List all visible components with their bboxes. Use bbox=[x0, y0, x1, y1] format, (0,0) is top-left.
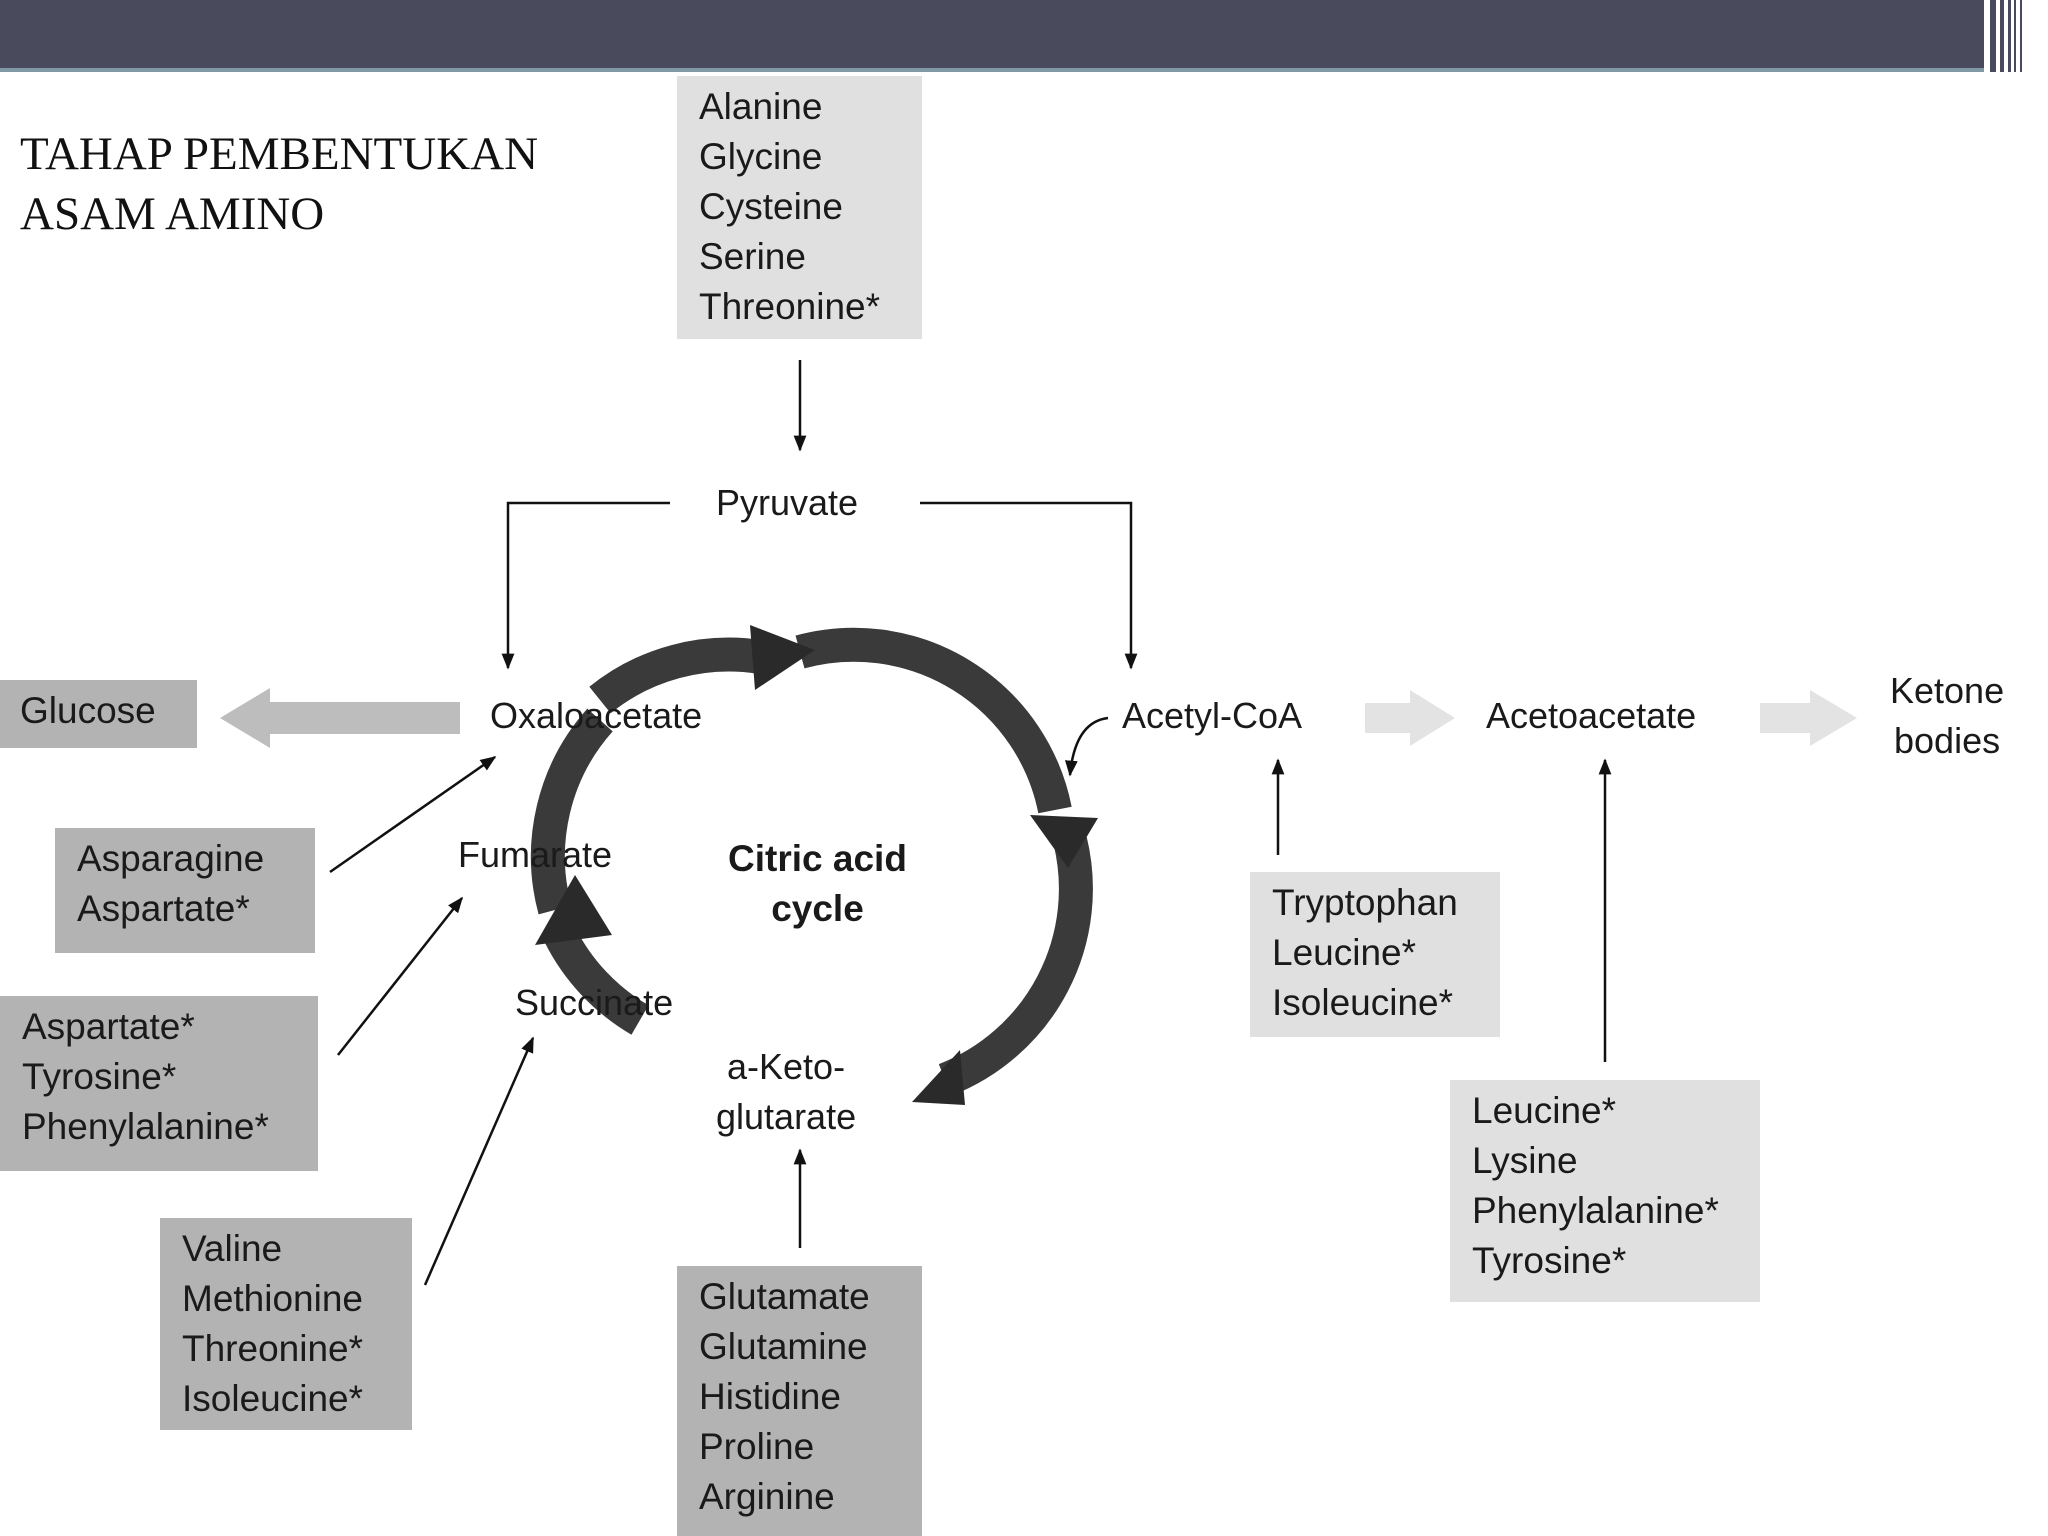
node-acetyl-coa: Acetyl-CoA bbox=[1122, 695, 1303, 736]
amino-acid-name: Arginine bbox=[699, 1476, 835, 1517]
slide-title-line-2: ASAM AMINO bbox=[20, 188, 325, 240]
node-glucose: Glucose bbox=[0, 680, 197, 748]
slide-title-line-1: TAHAP PEMBENTUKAN bbox=[20, 128, 539, 180]
node-glucose-label: Glucose bbox=[20, 690, 156, 731]
header-corner-stripe bbox=[2020, 0, 2022, 72]
cycle-ring bbox=[589, 637, 763, 714]
arrow-acetoacetate-to-ketone-bodies bbox=[1760, 690, 1857, 746]
amino-acid-name: Phenylalanine* bbox=[22, 1106, 269, 1147]
arrow-group-to-succinate bbox=[423, 1036, 535, 1286]
amino-acid-name: Asparagine bbox=[77, 838, 265, 879]
node-a-ketoglutarate-line-1: a-Keto- bbox=[727, 1046, 846, 1087]
amino-acid-name: Tryptophan bbox=[1272, 882, 1458, 923]
cycle-arrowhead bbox=[1030, 815, 1098, 868]
slide-header-bar bbox=[0, 0, 1984, 68]
amino-acid-name: Leucine* bbox=[1472, 1090, 1617, 1131]
amino-acid-name: Proline bbox=[699, 1426, 815, 1467]
cycle-label-line-2: cycle bbox=[771, 888, 864, 929]
arrow-acetyl-coa-to-acetoacetate bbox=[1365, 690, 1455, 746]
node-a-ketoglutarate-line-2: glutarate bbox=[716, 1096, 857, 1137]
amino-acid-name: Glutamine bbox=[699, 1326, 868, 1367]
arrow-pyruvate-to-oxaloacetate bbox=[501, 501, 670, 670]
header-corner-stripe bbox=[1990, 0, 1996, 72]
amino-acid-name: Aspartate* bbox=[77, 888, 250, 929]
cycle-ring bbox=[795, 627, 1072, 814]
cycle-label-line-1: Citric acid bbox=[728, 838, 907, 879]
cycle-arrowhead bbox=[750, 625, 815, 690]
amino-acid-name: Valine bbox=[182, 1228, 283, 1269]
arrow-group-to-oxaloacetate bbox=[329, 755, 497, 874]
amino-acid-name: Alanine bbox=[699, 86, 823, 127]
amino-acid-name: Methionine bbox=[182, 1278, 364, 1319]
header-corner-stripe bbox=[2014, 0, 2016, 72]
cycle-label: Citric acid cycle bbox=[700, 834, 935, 934]
amino-acid-group-fumarate: Aspartate* Tyrosine* Phenylalanine* bbox=[0, 996, 318, 1171]
arrow-pyruvate-to-acetyl-coa bbox=[920, 501, 1138, 670]
node-acetoacetate: Acetoacetate bbox=[1486, 695, 1697, 736]
arrow-oxaloacetate-to-glucose bbox=[220, 688, 460, 748]
node-a-ketoglutarate: a-Keto- glutarate bbox=[716, 1042, 856, 1142]
amino-acid-name: Isoleucine* bbox=[182, 1378, 364, 1419]
slide-title: TAHAP PEMBENTUKAN ASAM AMINO bbox=[20, 124, 680, 244]
node-succinate: Succinate bbox=[515, 982, 674, 1023]
node-oxaloacetate: Oxaloacetate bbox=[490, 695, 703, 736]
amino-acid-name: Threonine* bbox=[699, 286, 881, 327]
amino-acid-name: Histidine bbox=[699, 1376, 841, 1417]
amino-acid-name: Threonine* bbox=[182, 1328, 364, 1369]
node-ketone-bodies-line-2: bodies bbox=[1894, 720, 2001, 761]
amino-acid-name: Serine bbox=[699, 236, 806, 277]
cycle-arrowhead bbox=[535, 875, 612, 945]
amino-acid-name: Isoleucine* bbox=[1272, 982, 1454, 1023]
cycle-arrowhead bbox=[912, 1050, 965, 1105]
amino-acid-name: Lysine bbox=[1472, 1140, 1578, 1181]
amino-acid-name: Glutamate bbox=[699, 1276, 870, 1317]
node-ketone-bodies-line-1: Ketone bbox=[1890, 670, 2005, 711]
cycle-ring bbox=[938, 835, 1093, 1096]
amino-acid-name: Glycine bbox=[699, 136, 823, 177]
arrow-group-to-fumarate bbox=[337, 896, 463, 1056]
node-pyruvate: Pyruvate bbox=[716, 482, 859, 523]
amino-acid-name: Cysteine bbox=[699, 186, 843, 227]
amino-acid-name: Tyrosine* bbox=[22, 1056, 177, 1097]
header-corner-stripe bbox=[2008, 0, 2011, 72]
cycle-ring bbox=[544, 927, 649, 1035]
arrow-acetyl-coa-into-cycle bbox=[1064, 716, 1109, 777]
node-ketone-bodies: Ketone bodies bbox=[1890, 666, 2004, 766]
amino-acid-name: Phenylalanine* bbox=[1472, 1190, 1719, 1231]
cycle-ring bbox=[530, 708, 613, 915]
slide-header-rule bbox=[0, 68, 1984, 72]
amino-acid-name: Tyrosine* bbox=[1472, 1240, 1627, 1281]
header-corner-stripe bbox=[2000, 0, 2004, 72]
amino-acid-name: Aspartate* bbox=[22, 1006, 195, 1047]
node-fumarate: Fumarate bbox=[458, 834, 613, 875]
amino-acid-name: Leucine* bbox=[1272, 932, 1417, 973]
